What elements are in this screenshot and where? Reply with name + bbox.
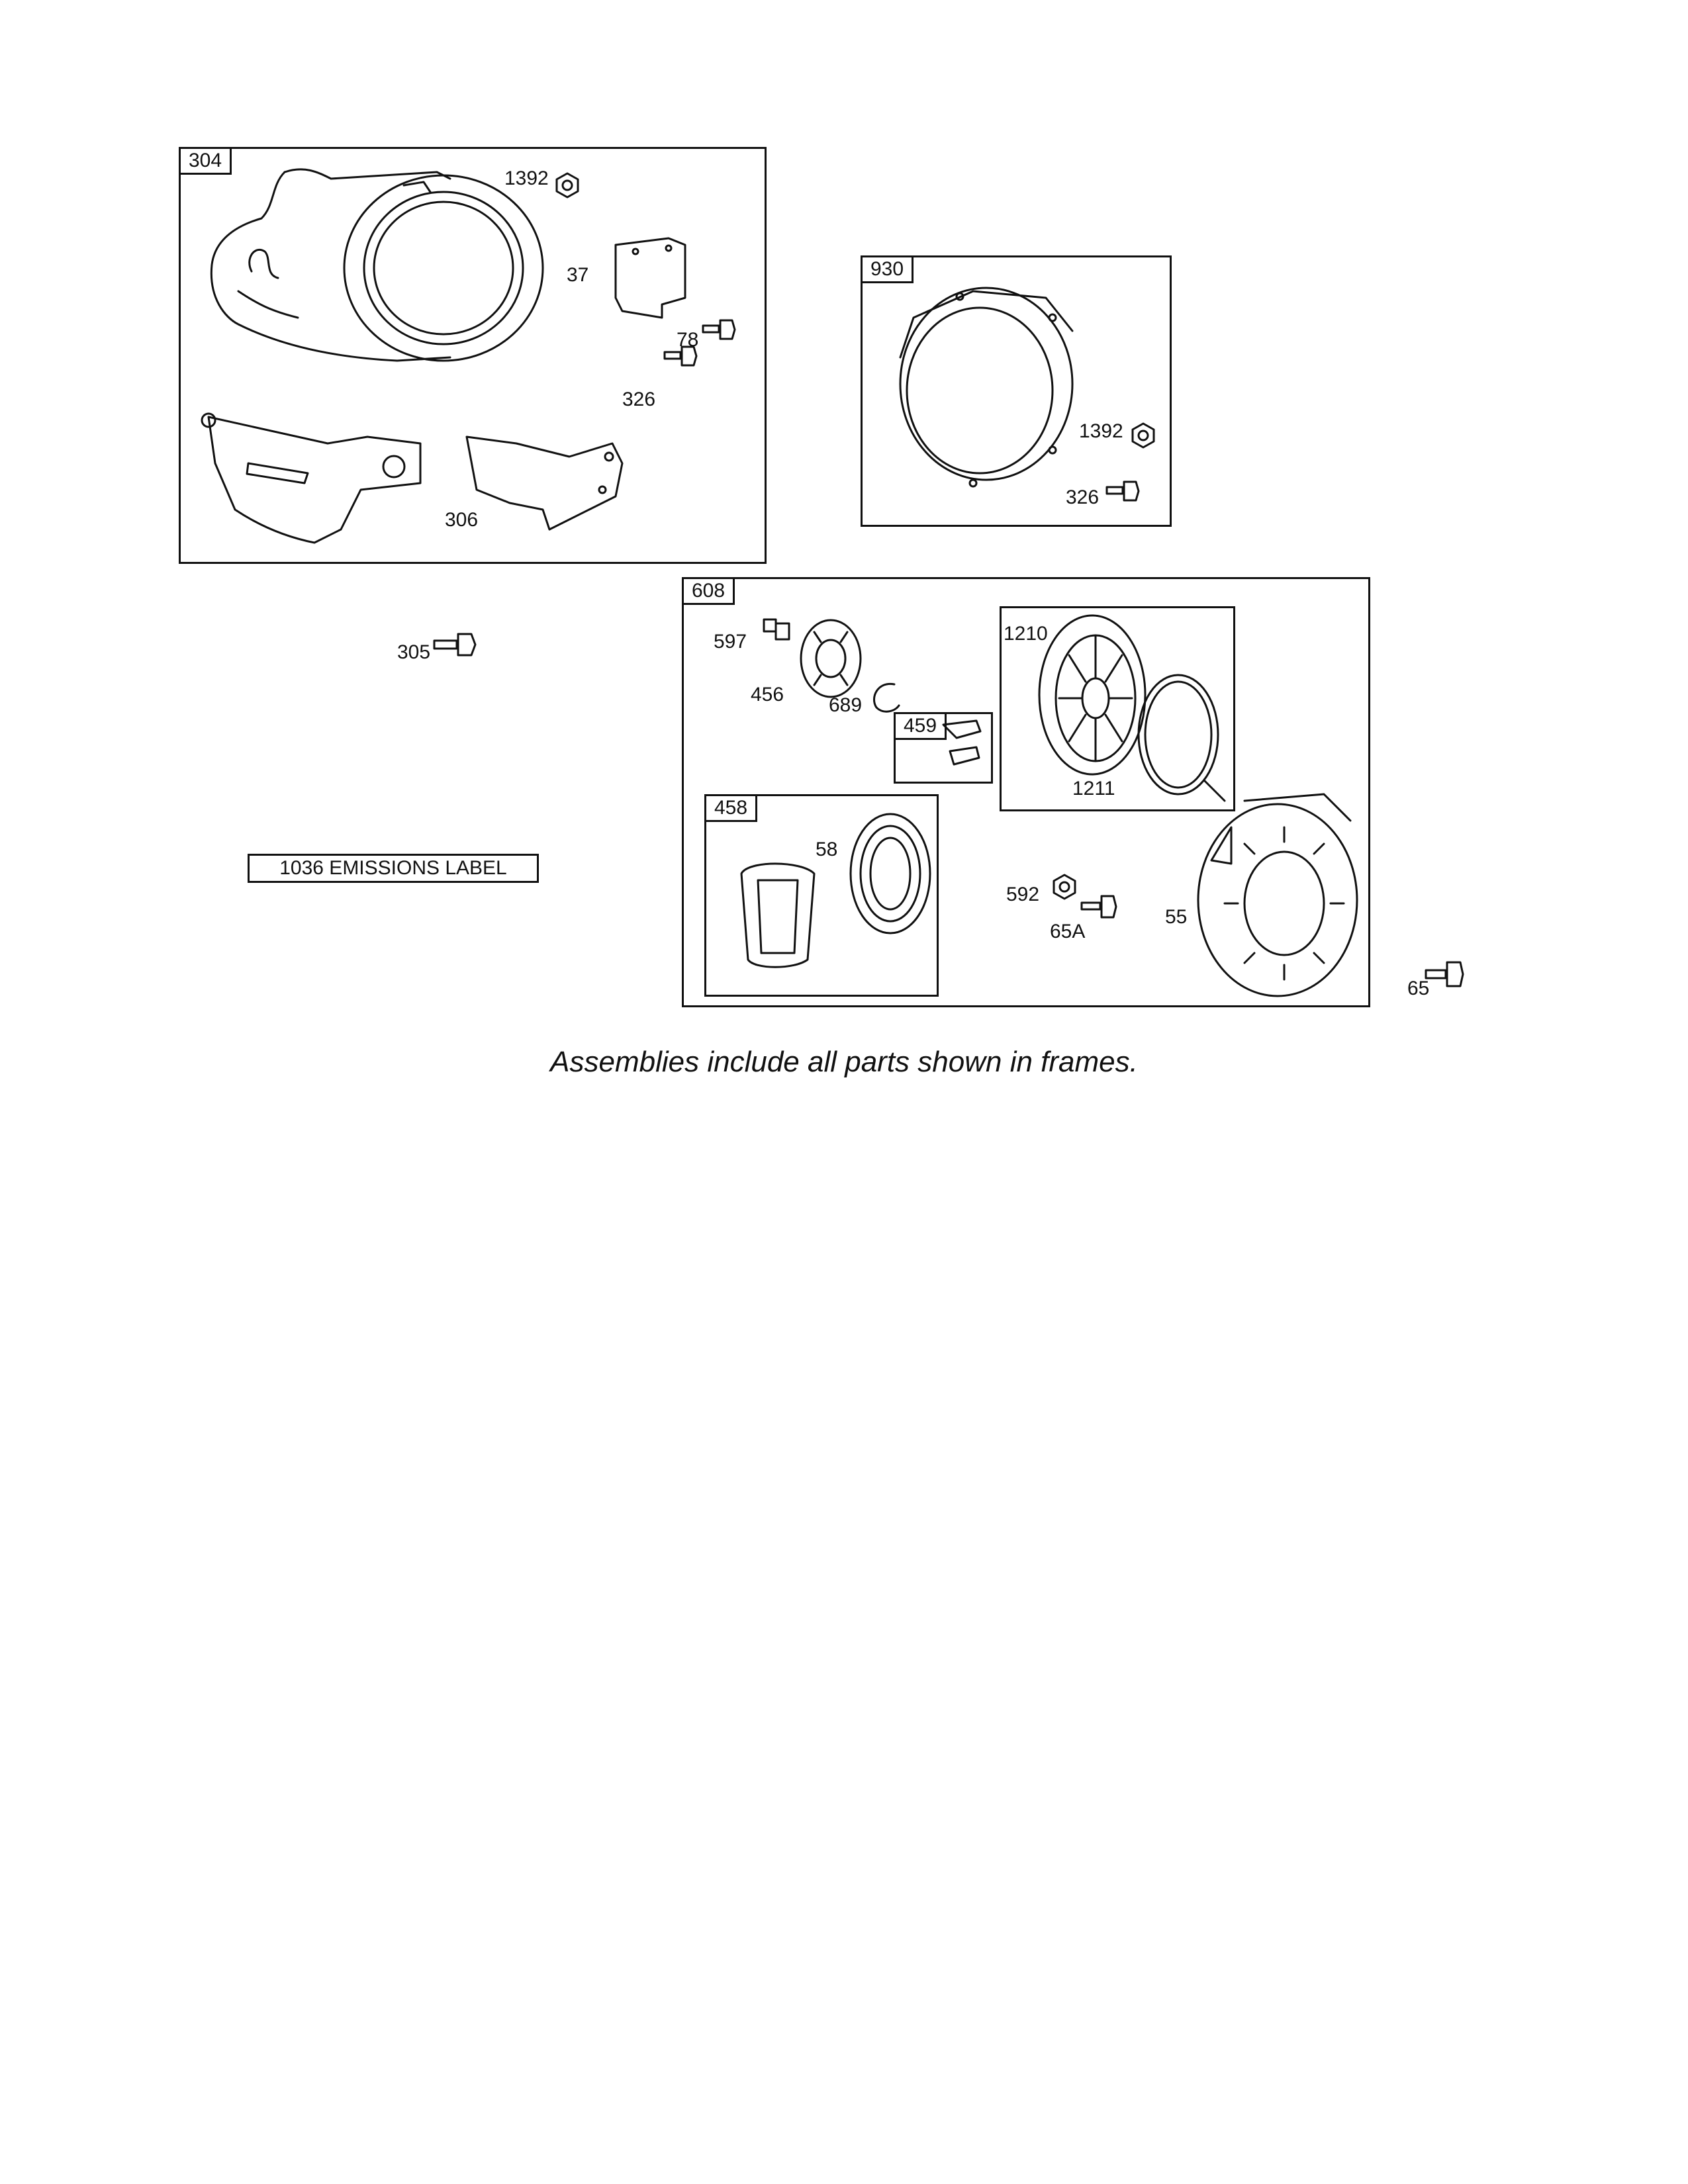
baffle-left-drawing bbox=[201, 412, 422, 544]
frame-458: 458 bbox=[704, 794, 939, 997]
callout-78: 78 bbox=[677, 329, 699, 351]
callout-65A: 65A bbox=[1050, 921, 1086, 942]
frame-tag-458: 458 bbox=[706, 796, 758, 822]
blower-housing-drawing bbox=[210, 168, 544, 362]
frame-1210 bbox=[1000, 606, 1235, 811]
callout-1211: 1211 bbox=[1072, 778, 1115, 799]
callout-689: 689 bbox=[829, 694, 863, 716]
frame-tag-930: 930 bbox=[863, 257, 914, 283]
bracket-37-drawing bbox=[614, 237, 686, 319]
guard-930-drawing bbox=[899, 287, 1074, 488]
pulley-1210-drawing bbox=[1038, 614, 1147, 776]
frame-608: 608 bbox=[682, 577, 1370, 1007]
callout-456: 456 bbox=[751, 684, 784, 705]
callout-326-b: 326 bbox=[1066, 486, 1100, 508]
callout-58: 58 bbox=[816, 839, 838, 860]
callout-37: 37 bbox=[567, 264, 589, 286]
callout-597: 597 bbox=[714, 631, 747, 653]
nut-1392-drawing bbox=[555, 172, 579, 199]
callout-326: 326 bbox=[622, 388, 656, 410]
callout-592: 592 bbox=[1006, 884, 1040, 905]
screw-305-drawing bbox=[433, 633, 477, 657]
frame-tag-304: 304 bbox=[181, 149, 232, 175]
callout-65: 65 bbox=[1407, 978, 1430, 999]
pawl-459-drawing bbox=[942, 719, 982, 766]
screw-326-drawing bbox=[663, 345, 698, 367]
spring-58-drawing bbox=[849, 813, 931, 934]
nut-592-drawing bbox=[1053, 874, 1076, 900]
frame-930: 930 bbox=[861, 255, 1172, 527]
screw-65a-drawing bbox=[1080, 895, 1117, 919]
screw-65-drawing bbox=[1425, 961, 1464, 987]
callout-55: 55 bbox=[1165, 906, 1188, 928]
frame-304: 304 bbox=[179, 147, 767, 564]
starter-housing-55-drawing bbox=[1197, 793, 1358, 997]
callout-1392-b: 1392 bbox=[1079, 420, 1123, 442]
callout-1392: 1392 bbox=[504, 167, 549, 189]
ring-689-drawing bbox=[872, 682, 900, 713]
rope-1211-drawing bbox=[1137, 674, 1226, 802]
nut-1392b-drawing bbox=[1131, 422, 1155, 449]
callout-306: 306 bbox=[445, 509, 479, 531]
screw-597-drawing bbox=[763, 618, 790, 641]
callout-1210: 1210 bbox=[1004, 623, 1048, 645]
assemblies-caption: Assemblies include all parts shown in fr… bbox=[550, 1046, 1138, 1078]
baffle-right-drawing bbox=[465, 435, 624, 531]
screw-78-drawing bbox=[702, 319, 736, 340]
retainer-456-drawing bbox=[800, 619, 862, 698]
callout-305: 305 bbox=[397, 641, 431, 663]
frame-tag-608: 608 bbox=[684, 579, 735, 605]
screw-326b-drawing bbox=[1105, 480, 1140, 502]
handle-458-drawing bbox=[740, 862, 816, 968]
emissions-label-box: 1036 EMISSIONS LABEL bbox=[248, 854, 539, 883]
